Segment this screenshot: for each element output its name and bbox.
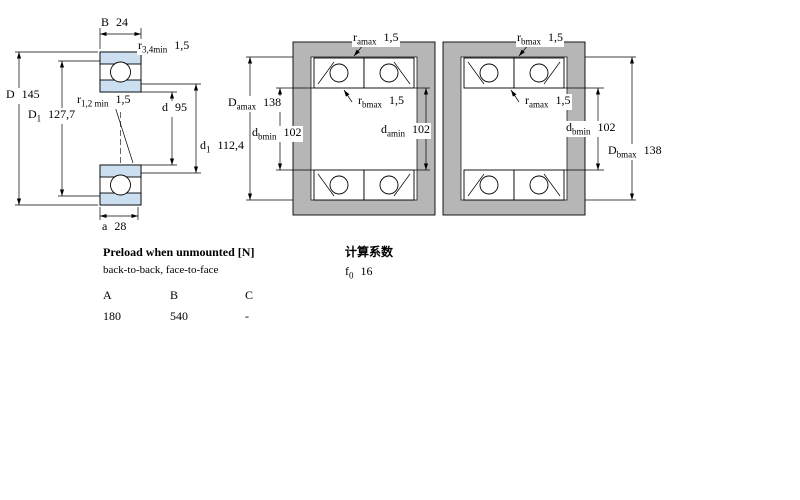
preload-col-A: A [103, 288, 112, 302]
preload-value-A: 180 [103, 309, 121, 323]
face-to-face-arrangement-drawing [442, 41, 636, 216]
single-bearing-drawing [15, 28, 201, 220]
bearing-pair-top [313, 57, 415, 89]
bearing-cross-section-bottom [99, 164, 142, 206]
preload-col-C: C [245, 288, 254, 302]
bearing-pair-top [463, 57, 565, 89]
calculation-factors-title: 计算系数 [345, 245, 394, 259]
bearing-cross-section-top [99, 51, 142, 93]
preload-value-C: - [245, 309, 249, 323]
preload-col-B: B [170, 288, 179, 302]
preload-value-B: 540 [170, 309, 188, 323]
bearing-pair-bottom [313, 169, 415, 201]
bearing-pair-bottom [463, 169, 565, 201]
preload-title: Preload when unmounted [N] [103, 245, 255, 259]
preload-subtitle: back-to-back, face-to-face [103, 264, 219, 276]
